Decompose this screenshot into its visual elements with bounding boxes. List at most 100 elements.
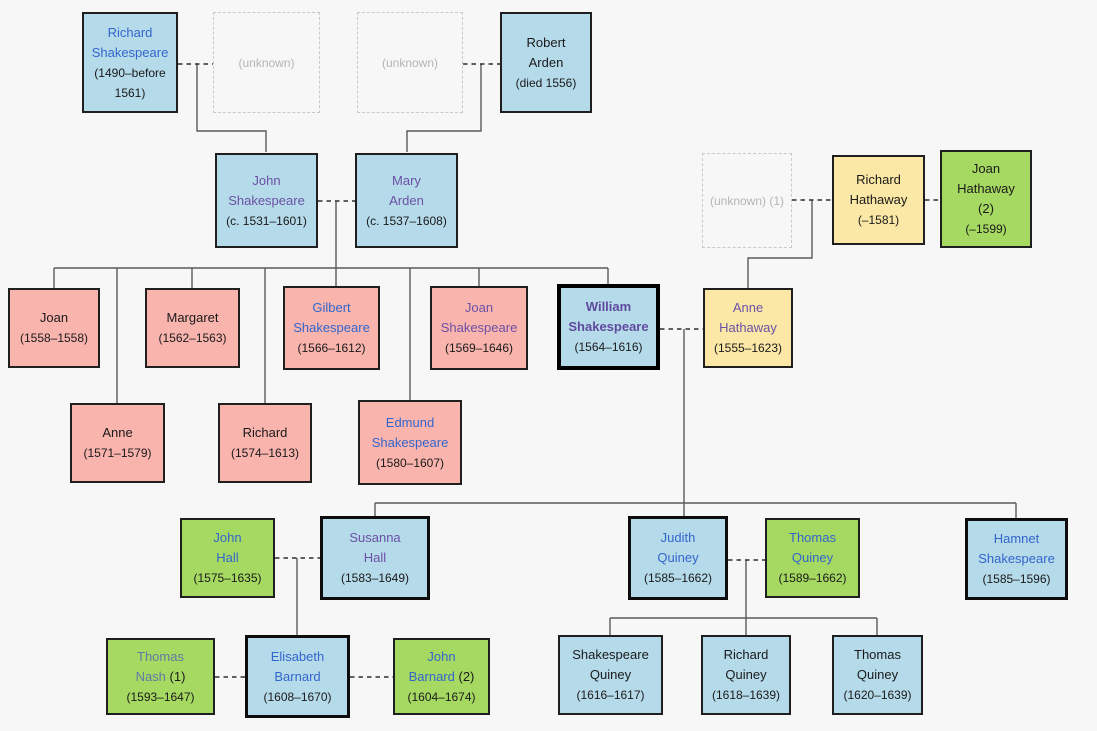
person-text-richard-quiney: Quiney: [725, 667, 767, 682]
person-link-hamnet-shakespeare[interactable]: Shakespeare: [978, 551, 1055, 566]
node-text-line: (1585–1596): [982, 569, 1050, 589]
node-text-line: Elisabeth: [271, 647, 324, 667]
person-link-john-shakespeare[interactable]: John: [252, 172, 281, 188]
node-text-line: Quiney: [657, 548, 698, 568]
node-text-line: (unknown) (1): [710, 191, 784, 211]
node-text-line: Thomas: [137, 647, 184, 667]
node-text-line: Thomas: [854, 645, 901, 665]
person-text-gilbert-shakespeare: (1566–1612): [297, 341, 366, 355]
person-link-gilbert-shakespeare[interactable]: Gilbert: [312, 300, 351, 315]
person-text-richard-hathaway: Hathaway: [849, 192, 908, 207]
person-link-elisabeth-barnard[interactable]: Elisabeth: [270, 648, 325, 664]
person-text-joan-1558: Joan: [39, 310, 69, 325]
person-text-susanna-hall: (1583–1649): [340, 571, 410, 585]
node-text-line: Shakespeare: [372, 433, 449, 453]
person-link-thomas-quiney-husband[interactable]: Quiney: [791, 550, 834, 565]
person-link-elisabeth-barnard[interactable]: Barnard: [274, 668, 321, 684]
person-link-anne-hathaway[interactable]: Hathaway: [719, 320, 777, 335]
person-text-shakespeare-quiney: Shakespeare: [572, 647, 649, 662]
node-text-line: (died 1556): [516, 73, 577, 93]
node-text-line: (1569–1646): [445, 338, 513, 358]
person-link-edmund-shakespeare[interactable]: Edmund: [385, 414, 435, 430]
person-link-john-hall[interactable]: John: [213, 530, 242, 545]
person-node-anne-1571: Anne(1571–1579): [70, 403, 165, 483]
person-link-joan-shakespeare[interactable]: Shakespeare: [440, 320, 518, 335]
person-text-robert-arden: (died 1556): [515, 75, 577, 90]
person-link-hamnet-shakespeare[interactable]: Hamnet: [993, 531, 1040, 546]
person-text-richard-shakespeare: (1490–before: [94, 65, 166, 80]
person-link-judith-quiney[interactable]: Quiney: [657, 550, 699, 565]
person-link-joan-shakespeare[interactable]: Joan: [464, 300, 494, 315]
person-link-william-shakespeare[interactable]: Shakespeare: [568, 319, 649, 334]
person-link-thomas-quiney-husband[interactable]: Thomas: [789, 530, 836, 545]
person-text-unknown-2: (unknown): [381, 55, 439, 70]
person-text-thomas-quiney-husband: (1589–1662): [778, 571, 847, 585]
node-text-line: Susanna: [349, 528, 400, 548]
person-text-edmund-shakespeare: (1580–1607): [375, 455, 445, 470]
node-text-line: Shakespeare: [978, 549, 1055, 569]
node-text-line: (c. 1537–1608): [366, 211, 447, 231]
person-link-mary-arden[interactable]: Arden: [389, 192, 424, 208]
node-text-line: Mary: [392, 171, 421, 191]
person-link-richard-shakespeare[interactable]: Shakespeare: [91, 44, 169, 60]
person-link-john-barnard[interactable]: Barnard: [408, 668, 459, 684]
unknown-person-node: (unknown) (1): [702, 153, 792, 248]
node-text-line: (1562–1563): [158, 328, 226, 348]
person-text-joan-hathaway: Hathaway: [957, 181, 1015, 196]
person-text-richard-1574: Richard: [242, 425, 288, 440]
node-text-line: William: [586, 297, 631, 317]
node-text-line: Shakespeare: [441, 318, 518, 338]
person-link-judith-quiney[interactable]: Judith: [660, 530, 696, 545]
node-text-line: Thomas: [789, 528, 836, 548]
person-text-margaret: Margaret: [166, 310, 219, 325]
node-text-line: Joan: [465, 298, 493, 318]
node-text-line: Arden: [389, 191, 424, 211]
person-text-william-shakespeare: (1564–1616): [574, 340, 643, 354]
node-text-line: (1558–1558): [20, 328, 88, 348]
person-link-gilbert-shakespeare[interactable]: Shakespeare: [293, 320, 370, 335]
person-link-mary-arden[interactable]: Mary: [392, 172, 421, 188]
node-text-line: (1583–1649): [341, 568, 409, 588]
node-text-line: John: [213, 528, 241, 548]
person-link-susanna-hall[interactable]: Hall: [363, 550, 387, 565]
node-text-line: Joan: [972, 159, 1000, 179]
node-text-line: Edmund: [386, 413, 434, 433]
person-text-elisabeth-barnard: (1608–1670): [263, 689, 332, 704]
person-node-richard-1574: Richard(1574–1613): [218, 403, 312, 483]
person-link-susanna-hall[interactable]: Susanna: [349, 530, 401, 545]
node-text-line: John: [252, 171, 280, 191]
person-text-richard-hathaway: Richard: [856, 172, 901, 187]
node-text-line: (1604–1674): [407, 687, 475, 707]
person-link-richard-shakespeare[interactable]: Richard: [107, 24, 153, 40]
person-link-edmund-shakespeare[interactable]: Shakespeare: [371, 434, 449, 450]
person-link-thomas-nash[interactable]: Thomas: [137, 648, 184, 664]
node-text-line: Hall: [364, 548, 386, 568]
person-link-anne-hathaway[interactable]: Anne: [732, 300, 764, 315]
node-text-line: Judith: [661, 528, 696, 548]
descent-connector-line: [196, 64, 267, 152]
person-text-john-barnard: (2): [458, 668, 475, 684]
person-link-thomas-nash[interactable]: Nash: [135, 668, 170, 684]
person-text-richard-shakespeare: 1561): [114, 85, 146, 100]
person-link-john-barnard[interactable]: John: [427, 648, 456, 664]
person-link-john-hall[interactable]: Hall: [216, 550, 239, 565]
node-text-line: Shakespeare: [228, 191, 305, 211]
node-text-line: Richard: [243, 423, 288, 443]
person-text-anne-1571: Anne: [102, 425, 133, 440]
person-link-john-shakespeare[interactable]: Shakespeare: [228, 192, 305, 208]
person-link-william-shakespeare[interactable]: William: [585, 299, 632, 314]
person-text-john-shakespeare: (c. 1531–1601): [226, 213, 307, 228]
person-text-shakespeare-quiney: (1616–1617): [576, 688, 645, 702]
node-text-line: Anne: [102, 423, 132, 443]
